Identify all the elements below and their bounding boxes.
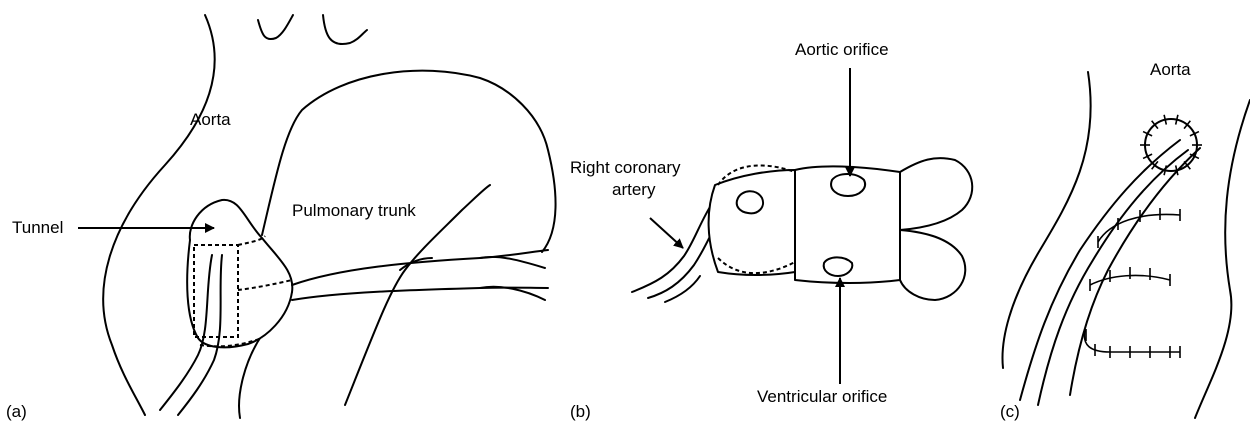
right-coronary-artery-upper <box>632 202 713 292</box>
suture-ticks <box>1086 208 1180 358</box>
aortic-orifice-hole <box>831 174 865 196</box>
right-coronary-artery-lower <box>648 224 716 298</box>
tunnel-bulge <box>187 200 292 348</box>
right-coronary-label-line1: Right coronary <box>570 158 681 177</box>
panel-b: Aortic orifice Right coronary artery Ven… <box>570 40 972 421</box>
right-coronary-label-line2: artery <box>612 180 656 199</box>
ventricular-orifice-label: Ventricular orifice <box>757 387 887 406</box>
coronary-artery-c-outer <box>1020 140 1180 400</box>
panel-a: Aorta Tunnel Pulmonary trunk (a) <box>6 15 556 421</box>
tunnel-label: Tunnel <box>12 218 63 237</box>
pulmonary-branch-tip-a <box>480 257 545 268</box>
arch-branch-right <box>323 15 367 44</box>
arch-branch-left <box>258 15 293 39</box>
aortic-orifice-label: Aortic orifice <box>795 40 889 59</box>
right-lobe-lower <box>900 230 965 300</box>
right-coronary-artery-branch <box>665 276 700 302</box>
aorta-label-a: Aorta <box>190 110 231 129</box>
panel-label-c: (c) <box>1000 402 1020 421</box>
panel-label-b: (b) <box>570 402 591 421</box>
aorta-label-c: Aorta <box>1150 60 1191 79</box>
suture-line-lower <box>1084 330 1180 352</box>
panel-c: Aorta (c) <box>1000 60 1250 421</box>
coronary-ostium <box>737 191 763 213</box>
ventricular-orifice-hole <box>824 257 853 276</box>
pulmonary-trunk-label: Pulmonary trunk <box>292 201 416 220</box>
pulmonary-branch-lower <box>292 288 548 300</box>
pulmonary-branch-upper <box>292 250 548 285</box>
aorta-wall-left-c <box>1002 72 1090 368</box>
coronary-button-flap <box>709 170 795 275</box>
panel-label-a: (a) <box>6 402 27 421</box>
right-coronary-arrow <box>650 218 683 248</box>
right-lobe-upper <box>900 158 972 230</box>
aorta-wall-right-c <box>1195 100 1250 418</box>
pulmonary-trunk-upper-wall <box>262 71 556 252</box>
